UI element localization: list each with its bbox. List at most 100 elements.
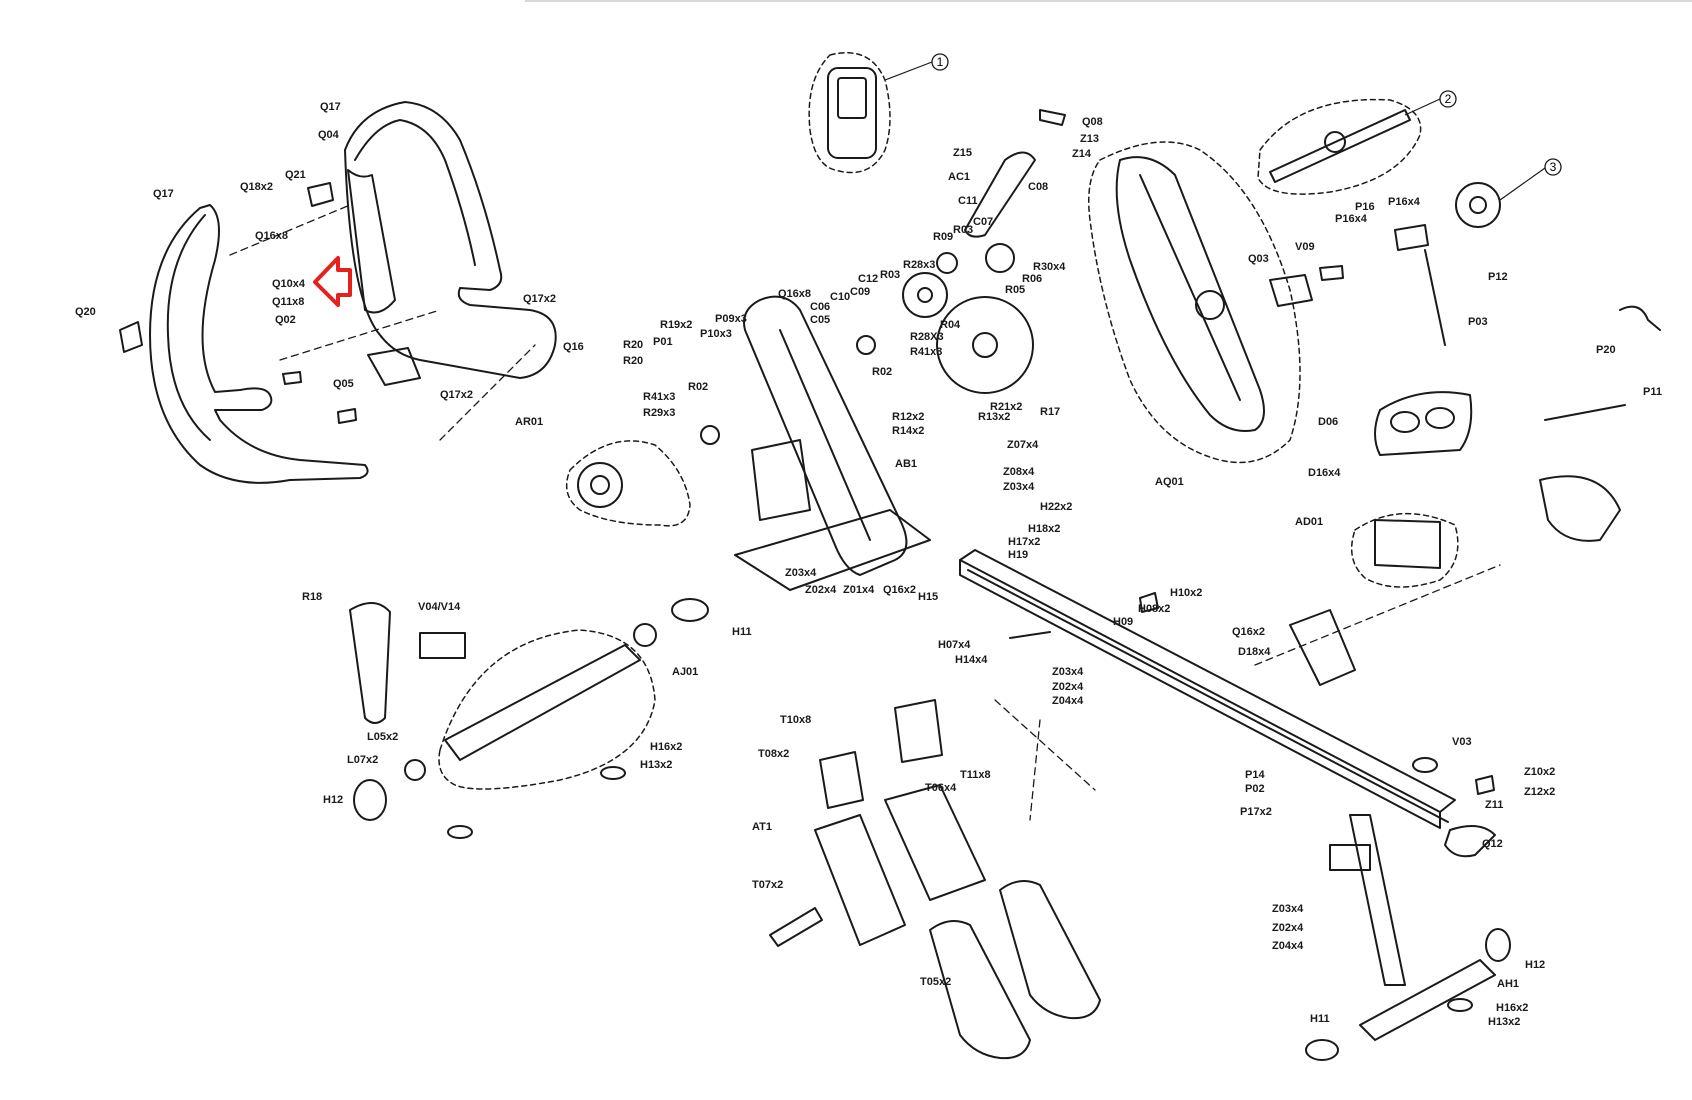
ad01-boundary (1350, 512, 1459, 588)
part-label-q03: Q03 (1248, 253, 1269, 265)
part-label-h11a: H11 (732, 626, 752, 638)
foot-pedal-t05-left (929, 920, 1031, 1060)
part-label-z13: Z13 (1080, 133, 1099, 145)
top-border-line (525, 0, 1692, 2)
part-label-q04: Q04 (318, 129, 340, 141)
part-label-q16: Q16 (563, 341, 584, 353)
part-label-z14: Z14 (1072, 148, 1092, 160)
part-label-h11b: H11 (1310, 1013, 1330, 1025)
front-stabilizer-assembly (349, 598, 709, 839)
part-outlines (119, 52, 1661, 1061)
part-label-z07x4: Z07x4 (1007, 439, 1039, 451)
shroud-q02 (149, 204, 369, 484)
part-label-z02x4b: Z02x4 (1052, 681, 1084, 693)
part-label-t10x8: T10x8 (780, 714, 811, 726)
part-label-q05: Q05 (333, 378, 354, 390)
guide-shroud-2 (279, 309, 441, 361)
bracket-q05 (367, 347, 421, 386)
part-label-c06: C06 (810, 301, 830, 313)
part-label-r03a: R03 (953, 224, 973, 236)
handle-t07 (769, 907, 823, 947)
alignment-lines (229, 204, 1501, 821)
pedal-bracket-right (894, 699, 943, 763)
part-label-r30x4: R30x4 (1033, 261, 1066, 273)
part-label-ad01: AD01 (1295, 516, 1323, 528)
part-label-q12: Q12 (1482, 838, 1503, 850)
flywheel-r17 (936, 296, 1034, 394)
handlebar-grip (1324, 131, 1346, 153)
part-label-r03b: R03 (880, 269, 900, 281)
guide-pedal (994, 699, 1096, 791)
part-h07 (1009, 631, 1051, 639)
part-label-aq01: AQ01 (1155, 476, 1184, 488)
foot-h13-rear (1447, 998, 1473, 1012)
guide-shroud (229, 204, 351, 256)
rail-assembly (959, 549, 1496, 1041)
part-label-h14x4: H14x4 (955, 654, 988, 666)
washer-l07 (404, 759, 426, 781)
pulley-r04 (902, 272, 948, 318)
part-label-q17a: Q17 (320, 101, 341, 113)
tension-knob (1455, 182, 1501, 228)
part-label-c11: C11 (958, 195, 978, 207)
shroud-q04-channel (347, 169, 396, 314)
part-z11 (1475, 775, 1495, 795)
seat-back-assembly (1088, 141, 1344, 464)
rear-stabilizer (1359, 959, 1496, 1041)
part-label-r17: R17 (1040, 406, 1060, 418)
foot-rest-right (1539, 475, 1621, 542)
part-label-z11: Z11 (1485, 799, 1503, 811)
seat-d06-pad-left (1390, 411, 1420, 433)
part-label-h13x2a: H13x2 (640, 759, 672, 771)
pulley-r04-hub (917, 287, 933, 303)
tension-knob-group (1455, 182, 1501, 228)
part-label-q18x2: Q18x2 (240, 181, 273, 193)
console-group (808, 52, 891, 174)
frame-plate (751, 439, 811, 521)
pedal-bracket-left (819, 751, 864, 809)
part-label-t06x4: T06x4 (925, 782, 957, 794)
callout-1: 1 (884, 53, 949, 81)
part-label-p11: P11 (1643, 386, 1662, 398)
end-cap-q12 (1444, 825, 1496, 858)
carriage-ad01 (1374, 519, 1441, 569)
part-label-at1: AT1 (752, 821, 772, 833)
part-label-v03: V03 (1452, 736, 1472, 748)
part-label-r13x2: R13x2 (978, 411, 1010, 423)
foot-h13-right (600, 766, 626, 780)
seat-pad-block (1269, 274, 1313, 307)
part-label-p16: P16 (1355, 201, 1375, 213)
console-boundary (808, 52, 891, 174)
part-label-c08: C08 (1028, 181, 1048, 193)
bracket-lower (337, 408, 357, 424)
part-label-p02: P02 (1245, 783, 1265, 795)
part-label-p10x3: P10x3 (700, 328, 732, 340)
part-label-c09: C09 (850, 286, 870, 298)
console-screen (837, 77, 867, 119)
label-v04 (419, 632, 466, 659)
part-label-t11x8: T11x8 (960, 769, 991, 781)
part-label-z02x4a: Z02x4 (805, 584, 837, 596)
part-label-h07x4: H07x4 (938, 639, 971, 651)
pulley-r02-small (700, 425, 720, 445)
cable-p20 (1619, 305, 1661, 331)
part-label-c05: C05 (810, 314, 830, 326)
part-label-z04x4b: Z04x4 (1272, 940, 1304, 952)
foot-pedal-t05-right (999, 880, 1101, 1020)
part-label-h13x2b: H13x2 (1488, 1016, 1520, 1028)
front-shroud-assembly (119, 101, 557, 484)
part-label-h12a: H12 (323, 794, 343, 806)
part-label-p12: P12 (1488, 271, 1508, 283)
stabilizer-tube (444, 644, 641, 761)
callout-3-label: 3 (1550, 160, 1557, 174)
part-label-z12x2: Z12x2 (1524, 786, 1555, 798)
rail-h15-groove (967, 569, 1449, 823)
wheel-h11-front (671, 598, 709, 622)
part-label-r20a: R20 (623, 339, 643, 351)
part-label-d16x4: D16x4 (1308, 467, 1341, 479)
part-label-r02b: R02 (872, 366, 892, 378)
part-label-z02x4c: Z02x4 (1272, 922, 1304, 934)
shroud-q04 (344, 101, 557, 379)
part-label-z15: Z15 (953, 147, 972, 159)
